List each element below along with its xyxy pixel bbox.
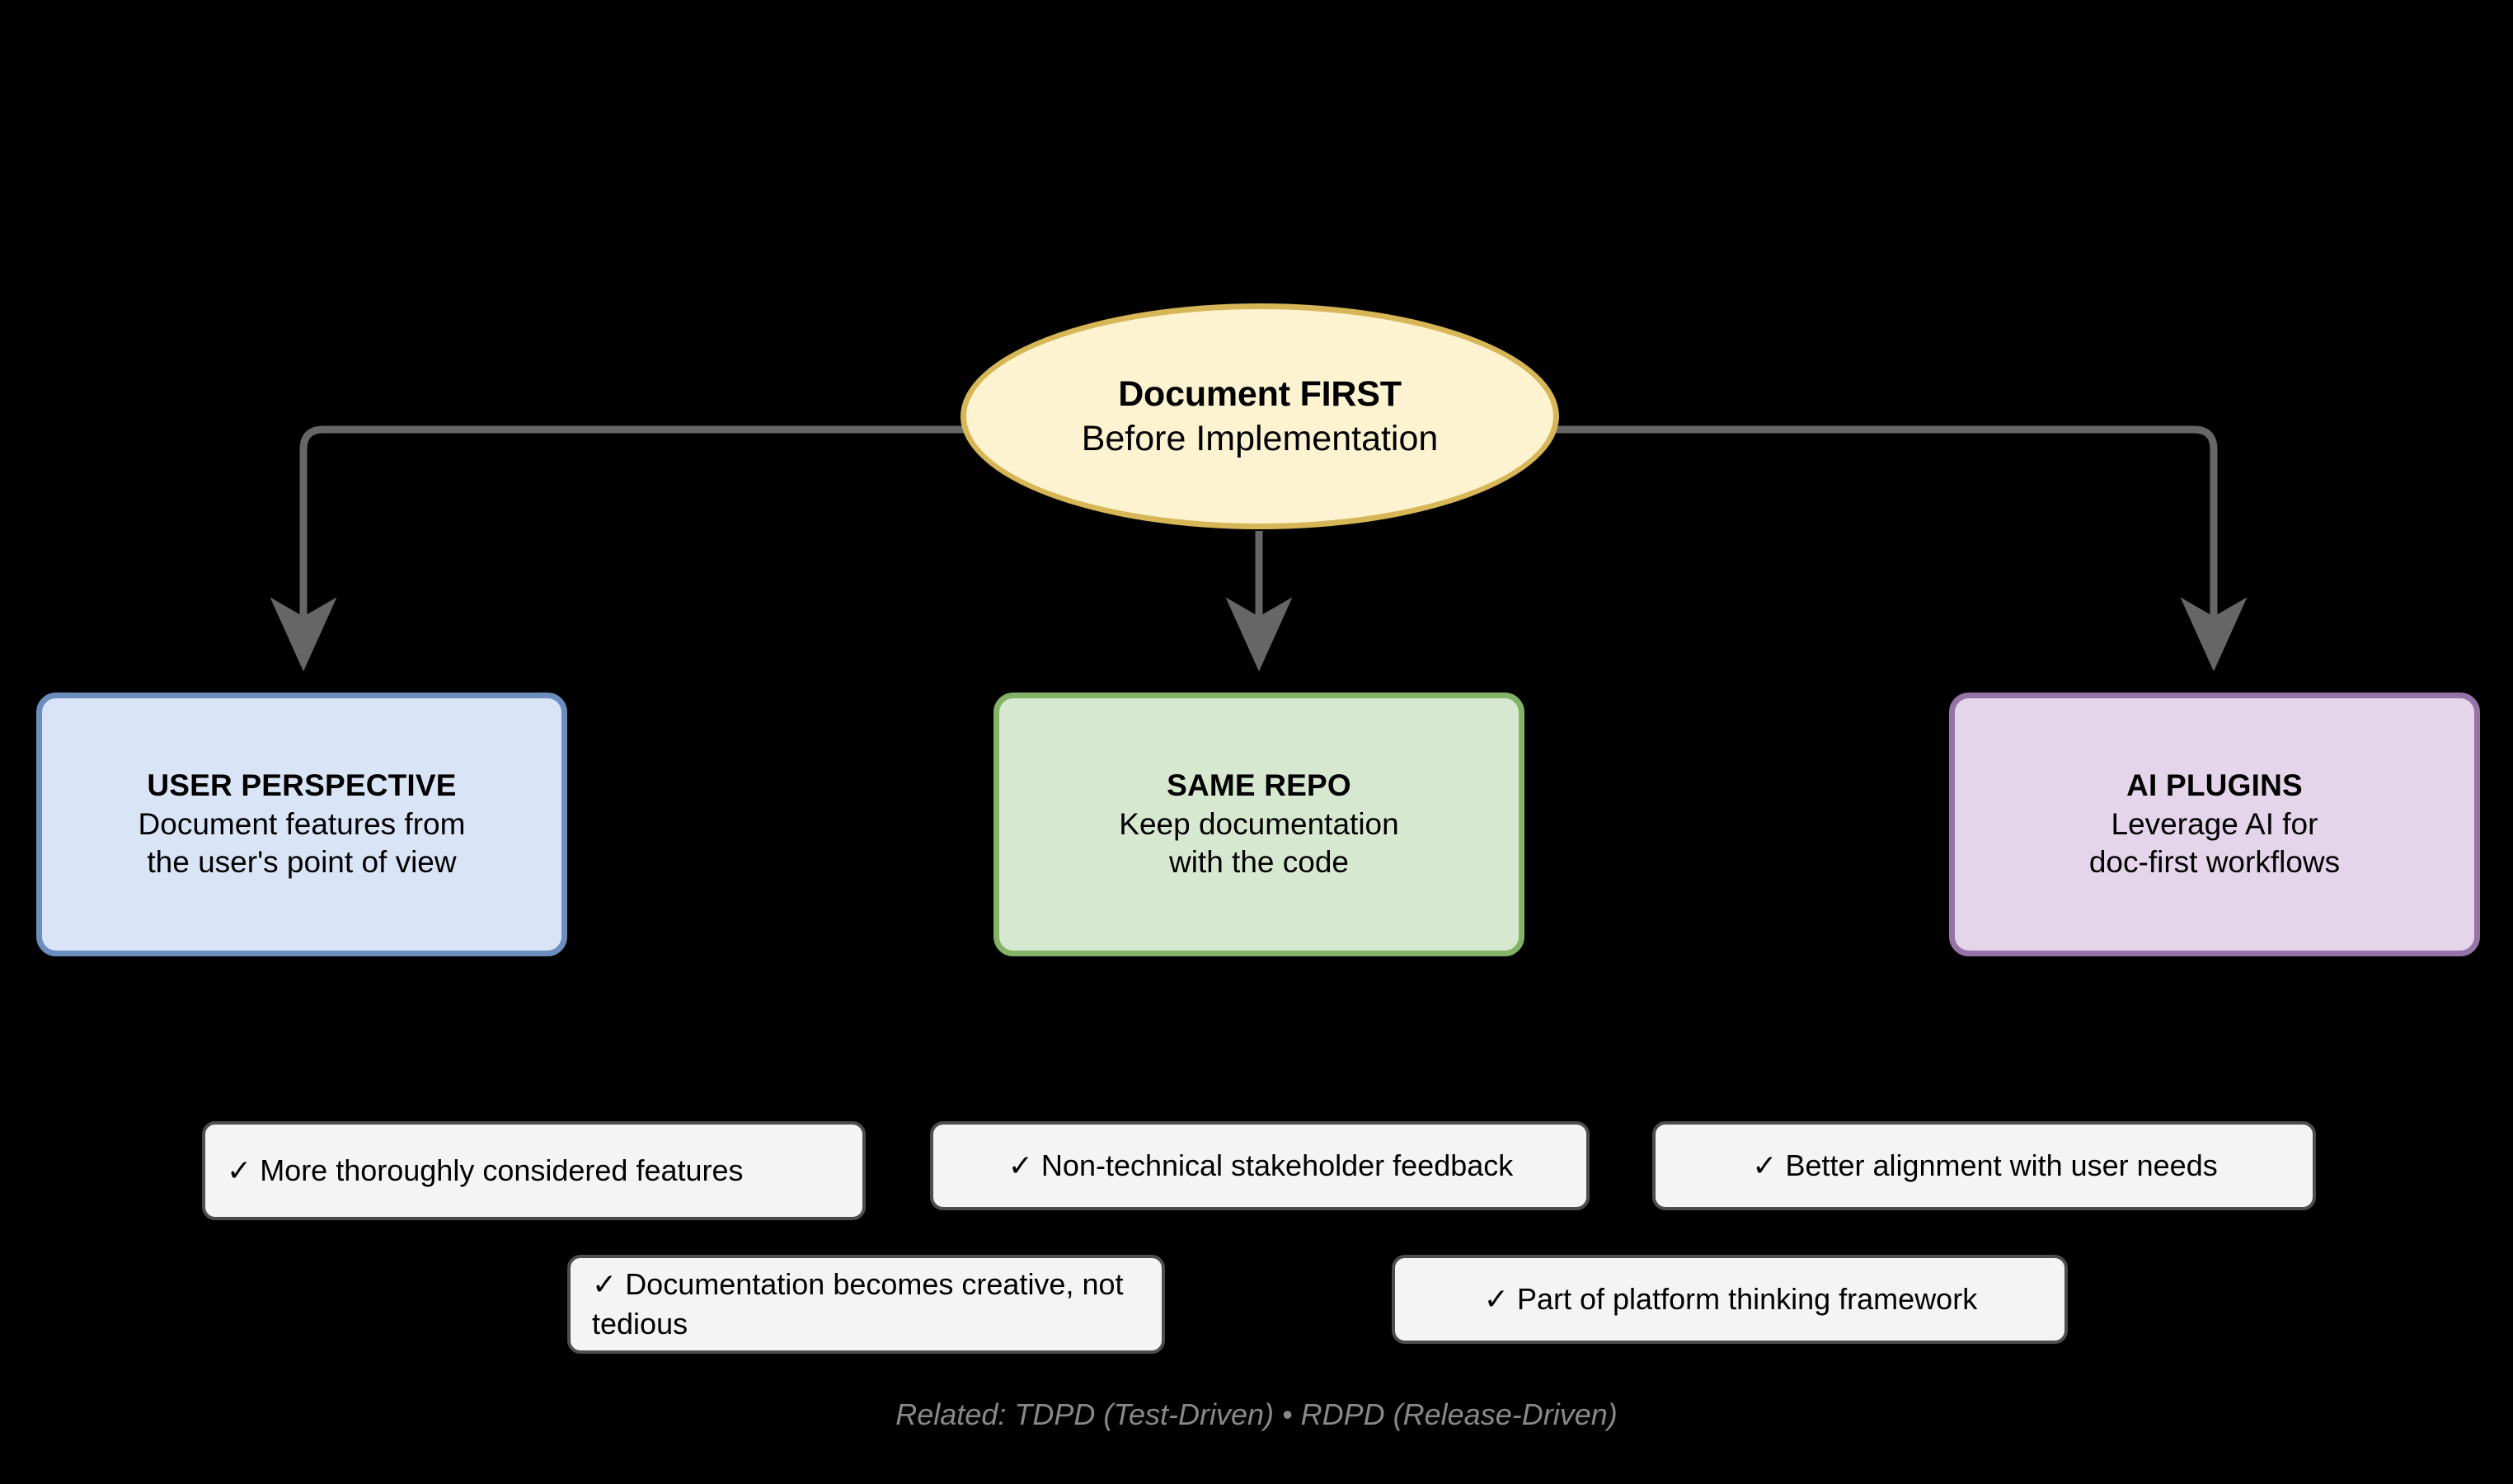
- benefit-text: Part of platform thinking framework: [1516, 1282, 1978, 1317]
- benefit-label: ✓ Documentation becomes creative, not te…: [592, 1265, 1142, 1343]
- pillar-line-1: Leverage AI for: [2111, 806, 2318, 841]
- pillar-node-user-perspective[interactable]: USER PERSPECTIVE Document features from …: [36, 693, 567, 956]
- benefit-label: ✓ Non-technical stakeholder feedback: [1008, 1146, 1514, 1186]
- benefit-chip[interactable]: ✓ Better alignment with user needs: [1652, 1121, 2316, 1210]
- benefit-label: ✓ Part of platform thinking framework: [1484, 1280, 1977, 1319]
- benefit-chip[interactable]: ✓ More thoroughly considered features: [202, 1121, 866, 1220]
- benefit-label: ✓ More thoroughly considered features: [227, 1151, 744, 1190]
- benefit-text: Documentation becomes creative, not tedi…: [592, 1267, 1124, 1341]
- check-icon: ✓: [1752, 1148, 1778, 1183]
- related-note: Related: TDPD (Test-Driven) • RDPD (Rele…: [895, 1397, 1618, 1431]
- pillar-line-2: the user's point of view: [147, 845, 457, 880]
- benefit-chip[interactable]: ✓ Non-technical stakeholder feedback: [930, 1121, 1590, 1210]
- pillar-title: SAME REPO: [1167, 768, 1351, 802]
- root-node-document-first[interactable]: Document FIRST Before Implementation: [961, 303, 1559, 529]
- benefit-text: More thoroughly considered features: [260, 1153, 744, 1188]
- benefit-text: Better alignment with user needs: [1785, 1148, 2218, 1183]
- edge-root-to-ai-plugins: [1553, 425, 2248, 672]
- pillar-line-2: with the code: [1168, 845, 1350, 880]
- pillar-title: AI PLUGINS: [2126, 768, 2303, 802]
- pillar-line-2: doc-first workflows: [2088, 845, 2341, 880]
- root-node-subtitle: Before Implementation: [1081, 419, 1439, 458]
- pillar-title: USER PERSPECTIVE: [147, 768, 457, 802]
- benefit-chip[interactable]: ✓ Documentation becomes creative, not te…: [567, 1255, 1165, 1354]
- pillar-node-same-repo[interactable]: SAME REPO Keep documentation with the co…: [993, 693, 1524, 956]
- root-node-title: Document FIRST: [1118, 373, 1402, 414]
- check-icon: ✓: [227, 1153, 252, 1188]
- pillar-node-ai-plugins[interactable]: AI PLUGINS Leverage AI for doc-first wor…: [1949, 693, 2480, 956]
- edge-root-to-user-perspective: [270, 425, 966, 672]
- check-icon: ✓: [592, 1267, 618, 1302]
- check-icon: ✓: [1008, 1148, 1033, 1183]
- benefit-label: ✓ Better alignment with user needs: [1752, 1146, 2217, 1186]
- check-icon: ✓: [1483, 1282, 1509, 1317]
- pillar-line-1: Document features from: [138, 806, 466, 841]
- benefit-chip[interactable]: ✓ Part of platform thinking framework: [1392, 1255, 2068, 1344]
- benefit-text: Non-technical stakeholder feedback: [1040, 1148, 1514, 1183]
- pillar-line-1: Keep documentation: [1119, 806, 1399, 841]
